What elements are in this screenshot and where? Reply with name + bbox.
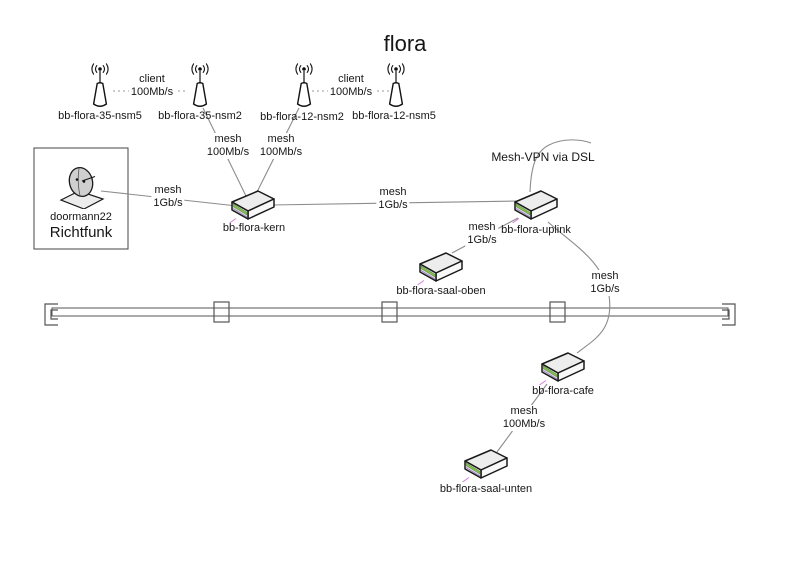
- router-icon-cafe: [539, 352, 585, 385]
- node-label-saal-oben: bb-flora-saal-oben: [396, 285, 486, 297]
- beam-clamp: [381, 301, 398, 323]
- link-speed: 100Mb/s: [130, 86, 174, 98]
- beam-clamp: [549, 301, 566, 323]
- node-label-uplink: bb-flora-uplink: [501, 224, 571, 236]
- link-speed: 1Gb/s: [378, 199, 408, 211]
- link-label-nsm12-kern: mesh 100Mb/s: [257, 133, 305, 159]
- link-type: mesh: [468, 221, 496, 233]
- node-label-nsm12-5: bb-flora-12-nsm5: [352, 110, 436, 122]
- link-speed: 100Mb/s: [206, 146, 250, 158]
- beam-right-cap: [722, 303, 736, 326]
- link-type: mesh: [591, 270, 619, 282]
- antenna-icon-nsm35-5: [91, 63, 109, 107]
- antenna-icon-nsm35-2: [191, 63, 209, 107]
- link-label-kern-uplink: mesh 1Gb/s: [376, 186, 410, 212]
- router-icon-saal-oben: [417, 252, 463, 285]
- vpn-annotation: Mesh-VPN via DSL: [491, 150, 595, 164]
- link-type: mesh: [154, 184, 182, 196]
- richtfunk-station-box: [33, 147, 129, 250]
- node-label-saal-unten: bb-flora-saal-unten: [439, 483, 533, 495]
- link-type: client: [338, 73, 364, 85]
- link-speed: 100Mb/s: [502, 418, 546, 430]
- floor-divider-beam: [44, 301, 736, 326]
- router-icon-kern: [229, 190, 275, 223]
- link-type: mesh: [510, 405, 538, 417]
- node-label-nsm35-5: bb-flora-35-nsm5: [58, 110, 142, 122]
- link-speed: 1Gb/s: [153, 197, 183, 209]
- antenna-icon-nsm12-2: [295, 63, 313, 107]
- node-label-kern: bb-flora-kern: [222, 222, 286, 234]
- link-speed: 100Mb/s: [329, 86, 373, 98]
- antenna-icon-nsm12-5: [387, 63, 405, 107]
- link-type: mesh: [267, 133, 295, 145]
- satellite-dish-icon: [60, 164, 104, 209]
- diagram-title: flora: [383, 31, 427, 56]
- beam-rail: [51, 307, 729, 317]
- beam-left-cap: [44, 303, 58, 326]
- node-label-cafe: bb-flora-cafe: [532, 385, 594, 397]
- station-type: Richtfunk: [49, 224, 113, 241]
- beam-clamp: [213, 301, 230, 323]
- node-label-nsm12-2: bb-flora-12-nsm2: [260, 111, 344, 123]
- link-speed: 100Mb/s: [259, 146, 303, 158]
- link-type: mesh: [214, 133, 242, 145]
- link-speed: 1Gb/s: [467, 234, 497, 246]
- link-type: client: [139, 73, 165, 85]
- link-mesh-vpn-dsl: [529, 139, 592, 193]
- link-type: mesh: [379, 186, 407, 198]
- link-label-cafe-saal-unten: mesh 100Mb/s: [500, 405, 548, 431]
- link-label-uplink-cafe: mesh 1Gb/s: [588, 270, 622, 296]
- link-label-doormann-kern: mesh 1Gb/s: [151, 184, 185, 210]
- link-speed: 1Gb/s: [590, 283, 620, 295]
- link-label-nsm35-kern: mesh 100Mb/s: [204, 133, 252, 159]
- link-label-client-35: client 100Mb/s: [128, 73, 176, 99]
- link-label-client-12: client 100Mb/s: [327, 73, 375, 99]
- node-label-nsm35-2: bb-flora-35-nsm2: [158, 110, 242, 122]
- station-name: doormann22: [50, 211, 112, 223]
- router-icon-saal-unten: [462, 449, 508, 482]
- link-label-uplink-saal-oben: mesh 1Gb/s: [465, 221, 499, 247]
- router-icon-uplink: [512, 190, 558, 223]
